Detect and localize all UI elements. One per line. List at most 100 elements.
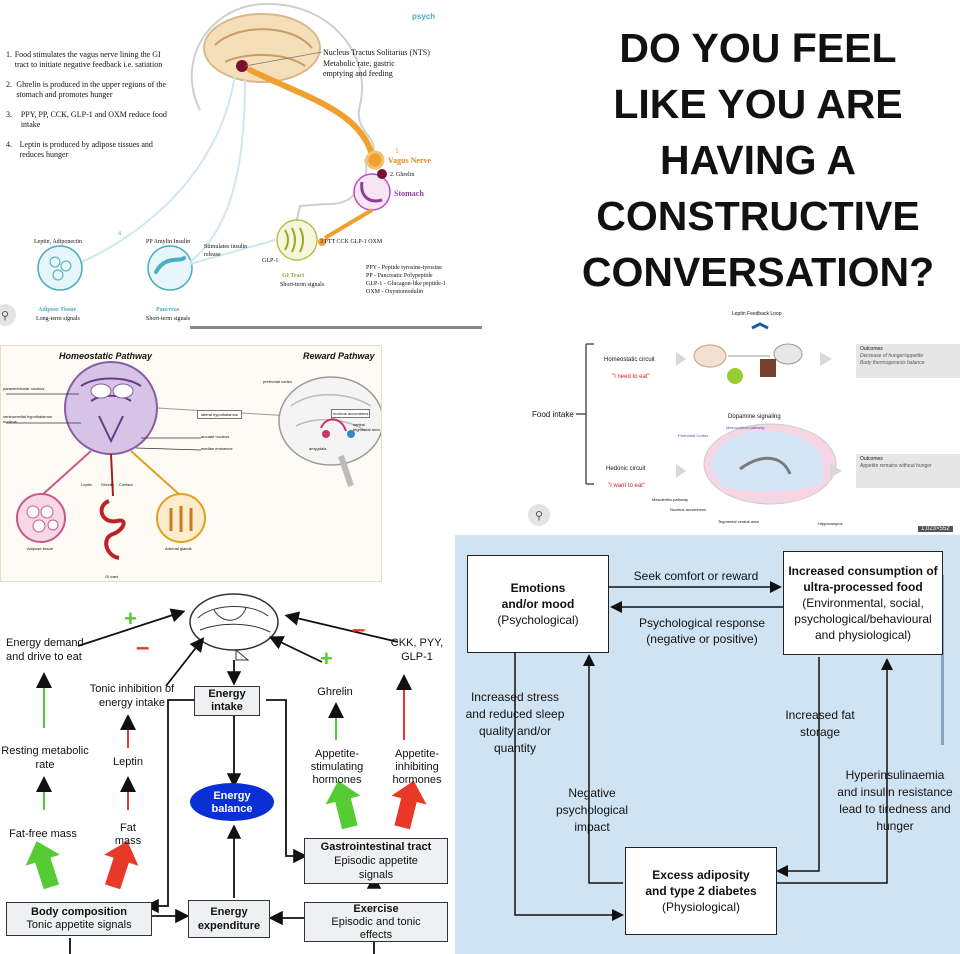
consumption-title: Increased consumption of ultra-processed…: [788, 564, 938, 594]
leptin-loop-title: Leptin Feedback Loop: [732, 311, 782, 317]
accumbens-label: nucleus accumbens: [331, 409, 371, 418]
adiposity-subtitle: (Physiological): [661, 900, 741, 914]
headline-line: DO YOU FEEL: [619, 25, 897, 71]
tegmental-label: Tegmental ventral area: [718, 519, 759, 524]
outcome-item: Decrease of hunger/appetite: [860, 353, 924, 359]
plus-sign: +: [320, 646, 333, 671]
adipose-organ-label: Adipose tissue: [27, 546, 54, 551]
arcuate-label: arcuate nucleus: [201, 434, 230, 439]
image-size-badge: 1,023×552: [918, 526, 953, 532]
pathway-illustration: [6, 361, 381, 560]
legend-item: PPY - Peptide tyrosine-tyrosine: [366, 265, 442, 271]
emotions-cycle-panel: Emotions and/or mood (Psychological) Inc…: [455, 535, 960, 954]
body-composition-box: Body composition Tonic appetite signals: [6, 902, 152, 936]
gi-tract-box: Gastrointestinal tract Episodic appetite…: [304, 838, 448, 884]
prefrontal-label: Prefrontal Cortex: [678, 433, 709, 438]
feedback-loop-illustration: [576, 322, 842, 505]
fat-storage-label: Increased fat storage: [785, 708, 855, 739]
need-to-eat: "I need to eat": [612, 374, 650, 380]
list-text: Food stimulates the vagus nerve lining t…: [14, 50, 163, 69]
list-text: PPY, PP, CCK, GLP-1 and OXM reduce food …: [20, 110, 167, 129]
median-eminence-label: median eminence: [201, 446, 233, 451]
leptin-adiponectin-label: Leptin, Adiponectin: [34, 239, 82, 245]
outcomes-box-1: Outcomes Decrease of hunger/appetite Bod…: [856, 344, 960, 378]
mesocortical-label: Mesocortical pathway: [726, 425, 765, 430]
consumption-subtitle: (Environmental, social, psychological/be…: [794, 596, 932, 642]
homeostatic-circuit-label: Homeostatic circuit: [604, 357, 655, 363]
list-number: 1.: [6, 50, 12, 59]
dopamine-label: Dopamine signaling: [728, 414, 781, 420]
emotions-box: Emotions and/or mood (Psychological): [467, 555, 609, 653]
list-number: 3.: [6, 110, 12, 119]
emotions-subtitle: (Psychological): [497, 613, 579, 627]
lateral-hypothalamus-label: lateral hypothalamus: [197, 410, 242, 419]
body-composition-subtitle: Tonic appetite signals: [26, 919, 132, 931]
fat-free-mass-label: Fat-free mass: [9, 828, 77, 840]
consumption-box: Increased consumption of ultra-processed…: [783, 551, 943, 655]
leptin-feedback-panel: Leptin Feedback Loop Food intake Homeost…: [520, 304, 960, 534]
outcomes-box-2: Outcomes Appetite remains without hunger: [856, 454, 960, 488]
gut-brain-signals-panel: ⚲ psych 1.Food stimulates the vagus nerv…: [0, 0, 482, 332]
vagus-number: 1: [395, 146, 399, 155]
exercise-box: Exercise Episodic and tonic effects: [304, 902, 448, 942]
vta-label: ventral tegmental area: [353, 422, 380, 432]
plus-sign: +: [124, 606, 137, 631]
list-number: 4.: [6, 140, 12, 149]
ventromedial-label: ventromedial hypothalamus nucleus: [3, 414, 52, 424]
psych-logo: psych: [412, 12, 436, 21]
headline-line: HAVING A: [660, 137, 856, 183]
adipose-sub: Long-term signals: [36, 316, 80, 322]
headline-line: LIKE YOU ARE: [613, 81, 903, 127]
abbreviation-legend: PPY - Peptide tyrosine-tyrosine PP - Pan…: [366, 264, 478, 296]
appetite-stimulating-label: Appetite-stimulating hormones: [310, 748, 364, 786]
legend-item: GLP-1 - Glucagon-like peptide-1: [366, 281, 446, 287]
number-4: 4: [118, 231, 121, 237]
pp-amylin-insulin-label: PP Amylin Insulin: [146, 239, 191, 245]
minus-sign: –: [352, 616, 366, 643]
adrenal-organ-label: Adrenal glands: [165, 546, 192, 551]
appetite-inhibiting-label: Appetite-inhibiting hormones: [392, 748, 442, 786]
outcomes-title: Outcomes: [860, 346, 883, 352]
nts-title: Nucleus Tractus Solitarius (NTS): [323, 48, 430, 57]
energy-intake-box: Energy intake: [194, 686, 260, 716]
adiposity-box: Excess adiposity and type 2 diabetes (Ph…: [625, 847, 777, 935]
ghrelin-label: Ghrelin: [317, 686, 353, 698]
headline-line: CONSTRUCTIVE: [596, 193, 920, 239]
hedonic-circuit-label: Hedonic circuit: [606, 466, 646, 472]
outcomes-title: Outcomes: [860, 456, 883, 462]
outcome-item: Appetite remains without hunger: [860, 463, 932, 469]
legend-item: PP - Pancreatic Polypeptide: [366, 273, 433, 279]
energy-demand-label: Energy demand and drive to eat: [6, 637, 84, 663]
homeostatic-reward-panel: Homeostatic Pathway Reward Pathway parav…: [0, 345, 382, 582]
increased-stress-label: Increased stress and reduced sleep quali…: [465, 690, 565, 755]
paraventricular-label: paraventricular nucleus: [3, 386, 45, 391]
prefrontal-label: prefrontal cortex: [263, 379, 292, 384]
adipose-label: Adipose Tissue: [38, 307, 77, 313]
resting-metabolic-label: Resting metabolic rate: [1, 745, 89, 771]
gi-tract-subtitle: Episodic appetite signals: [334, 855, 418, 881]
legend-item: OXM - Oxyntomodulin: [366, 289, 423, 295]
zoom-icon[interactable]: ⚲: [528, 504, 550, 526]
pancreas-sub: Short-term signals: [146, 316, 191, 322]
negative-impact-label: Negative psychological impact: [555, 786, 629, 834]
emotions-title: Emotions and/or mood: [501, 581, 575, 611]
ghrelin-label: 2. Ghrelin: [390, 172, 415, 178]
cycle-arrows: [514, 575, 944, 921]
psychological-response-label: Psychological response (negative or posi…: [638, 616, 766, 646]
exercise-subtitle: Episodic and tonic effects: [331, 915, 421, 941]
gi-organ-label: GI tract: [105, 574, 119, 579]
gi-tract-label: GI Tract: [282, 273, 305, 279]
leptin-label: Leptin: [81, 482, 92, 487]
ptt-label: 3 PTT CCK GLP-1 OXM: [320, 239, 383, 245]
gut-brain-illustration: [37, 2, 482, 329]
headline-line: CONVERSATION?: [581, 249, 935, 295]
amygdala-label: amygdala: [309, 446, 327, 451]
leptin-label: Leptin: [113, 756, 143, 768]
energy-balance-label: Energy balance: [211, 790, 253, 815]
glp1-label: GLP-1: [262, 258, 279, 264]
zoom-icon[interactable]: ⚲: [0, 304, 16, 326]
ckk-pyy-glp1-label: CKK, PYY, GLP-1: [390, 637, 444, 663]
energy-intake-text: Energy intake: [208, 688, 246, 713]
headline: DO YOU FEEL LIKE YOU ARE HAVING A CONSTR…: [556, 20, 960, 300]
energy-balance-arrows: [25, 593, 427, 954]
